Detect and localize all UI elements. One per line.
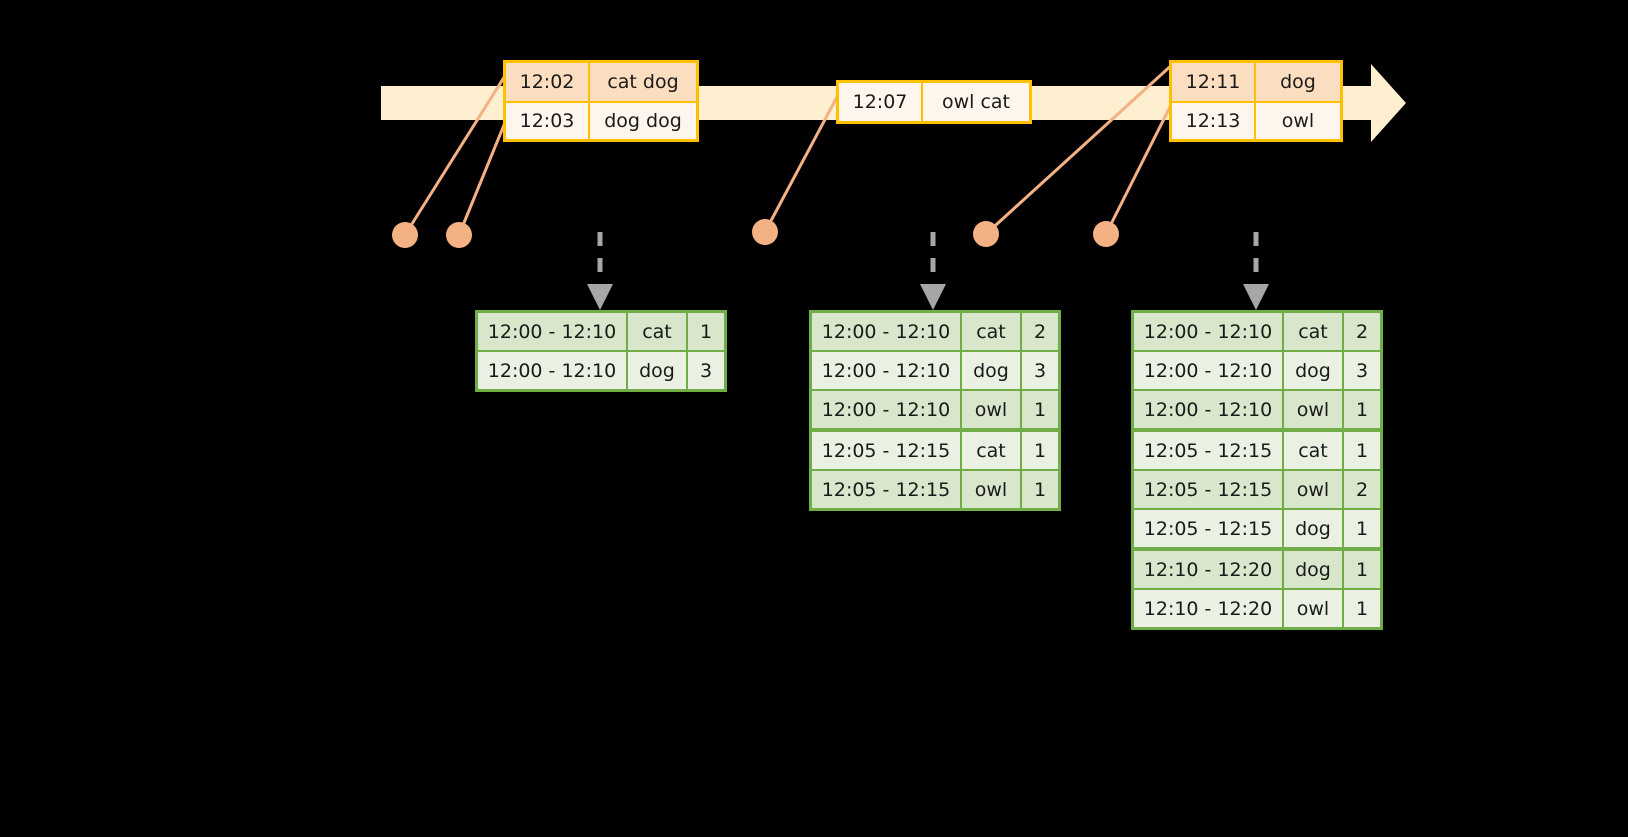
cell-window: 12:10 - 12:20 bbox=[1134, 551, 1282, 588]
cell-word: owl bbox=[962, 471, 1020, 508]
cell-count: 1 bbox=[1022, 471, 1058, 508]
event-row: 12:02 cat dog bbox=[506, 63, 696, 101]
cell-window: 12:05 - 12:15 bbox=[812, 471, 960, 508]
cell-window: 12:00 - 12:10 bbox=[478, 313, 626, 350]
cell-word: cat bbox=[628, 313, 686, 350]
connector-1 bbox=[403, 62, 515, 236]
cell-word: cat bbox=[962, 313, 1020, 350]
emit-arrow-2 bbox=[920, 232, 946, 310]
cell-window: 12:05 - 12:15 bbox=[1134, 432, 1282, 469]
event-words: dog bbox=[1256, 63, 1340, 101]
cell-word: dog bbox=[628, 352, 686, 389]
event-words: cat dog bbox=[590, 63, 696, 101]
cell-word: cat bbox=[962, 432, 1020, 469]
cell-word: cat bbox=[1284, 432, 1342, 469]
cell-count: 3 bbox=[688, 352, 724, 389]
event-dot-2 bbox=[446, 222, 472, 248]
cell-count: 1 bbox=[1344, 551, 1380, 588]
cell-word: owl bbox=[1284, 471, 1342, 508]
cell-count: 2 bbox=[1344, 471, 1380, 508]
cell-window: 12:00 - 12:10 bbox=[812, 391, 960, 428]
event-row: 12:11 dog bbox=[1172, 63, 1340, 101]
cell-count: 1 bbox=[1344, 391, 1380, 428]
event-dot-3 bbox=[752, 219, 778, 245]
event-group-1: 12:02 cat dog 12:03 dog dog bbox=[503, 60, 699, 142]
cell-word: dog bbox=[962, 352, 1020, 389]
cell-count: 1 bbox=[1022, 432, 1058, 469]
emit-arrow-1 bbox=[587, 232, 613, 310]
cell-word: cat bbox=[1284, 313, 1342, 350]
event-time: 12:07 bbox=[839, 83, 923, 121]
cell-window: 12:10 - 12:20 bbox=[1134, 590, 1282, 627]
cell-window: 12:00 - 12:10 bbox=[1134, 313, 1282, 350]
connector-5 bbox=[1104, 102, 1174, 235]
cell-count: 2 bbox=[1022, 313, 1058, 350]
cell-count: 1 bbox=[1344, 432, 1380, 469]
event-time: 12:02 bbox=[506, 63, 590, 101]
event-row: 12:03 dog dog bbox=[506, 101, 696, 139]
event-words: owl cat bbox=[923, 83, 1029, 121]
cell-word: dog bbox=[1284, 510, 1342, 547]
cell-count: 1 bbox=[688, 313, 724, 350]
event-time: 12:13 bbox=[1172, 103, 1256, 139]
event-time: 12:03 bbox=[506, 103, 590, 139]
emit-arrow-3 bbox=[1243, 232, 1269, 310]
cell-word: owl bbox=[1284, 391, 1342, 428]
event-dot-4 bbox=[973, 221, 999, 247]
cell-window: 12:00 - 12:10 bbox=[478, 352, 626, 389]
event-dot-5 bbox=[1093, 221, 1119, 247]
cell-count: 1 bbox=[1344, 510, 1380, 547]
cell-count: 1 bbox=[1022, 391, 1058, 428]
cell-window: 12:00 - 12:10 bbox=[812, 352, 960, 389]
event-group-3: 12:11 dog 12:13 owl bbox=[1169, 60, 1343, 142]
cell-window: 12:05 - 12:15 bbox=[1134, 471, 1282, 508]
event-time: 12:11 bbox=[1172, 63, 1256, 101]
cell-word: dog bbox=[1284, 352, 1342, 389]
cell-word: owl bbox=[1284, 590, 1342, 627]
emit-arrows bbox=[587, 232, 1269, 310]
cell-count: 2 bbox=[1344, 313, 1380, 350]
event-words: dog dog bbox=[590, 103, 696, 139]
cell-window: 12:00 - 12:10 bbox=[1134, 352, 1282, 389]
cell-window: 12:05 - 12:15 bbox=[812, 432, 960, 469]
event-dots bbox=[392, 219, 1119, 248]
cell-word: dog bbox=[1284, 551, 1342, 588]
connector-3 bbox=[763, 81, 847, 233]
cell-window: 12:00 - 12:10 bbox=[812, 313, 960, 350]
cell-count: 3 bbox=[1344, 352, 1380, 389]
cell-count: 1 bbox=[1344, 590, 1380, 627]
cell-window: 12:00 - 12:10 bbox=[1134, 391, 1282, 428]
event-group-2: 12:07 owl cat bbox=[836, 80, 1032, 124]
cell-window: 12:05 - 12:15 bbox=[1134, 510, 1282, 547]
cell-count: 3 bbox=[1022, 352, 1058, 389]
event-dot-1 bbox=[392, 222, 418, 248]
event-row: 12:13 owl bbox=[1172, 101, 1340, 139]
event-words: owl bbox=[1256, 103, 1340, 139]
event-row: 12:07 owl cat bbox=[839, 83, 1029, 121]
cell-word: owl bbox=[962, 391, 1020, 428]
